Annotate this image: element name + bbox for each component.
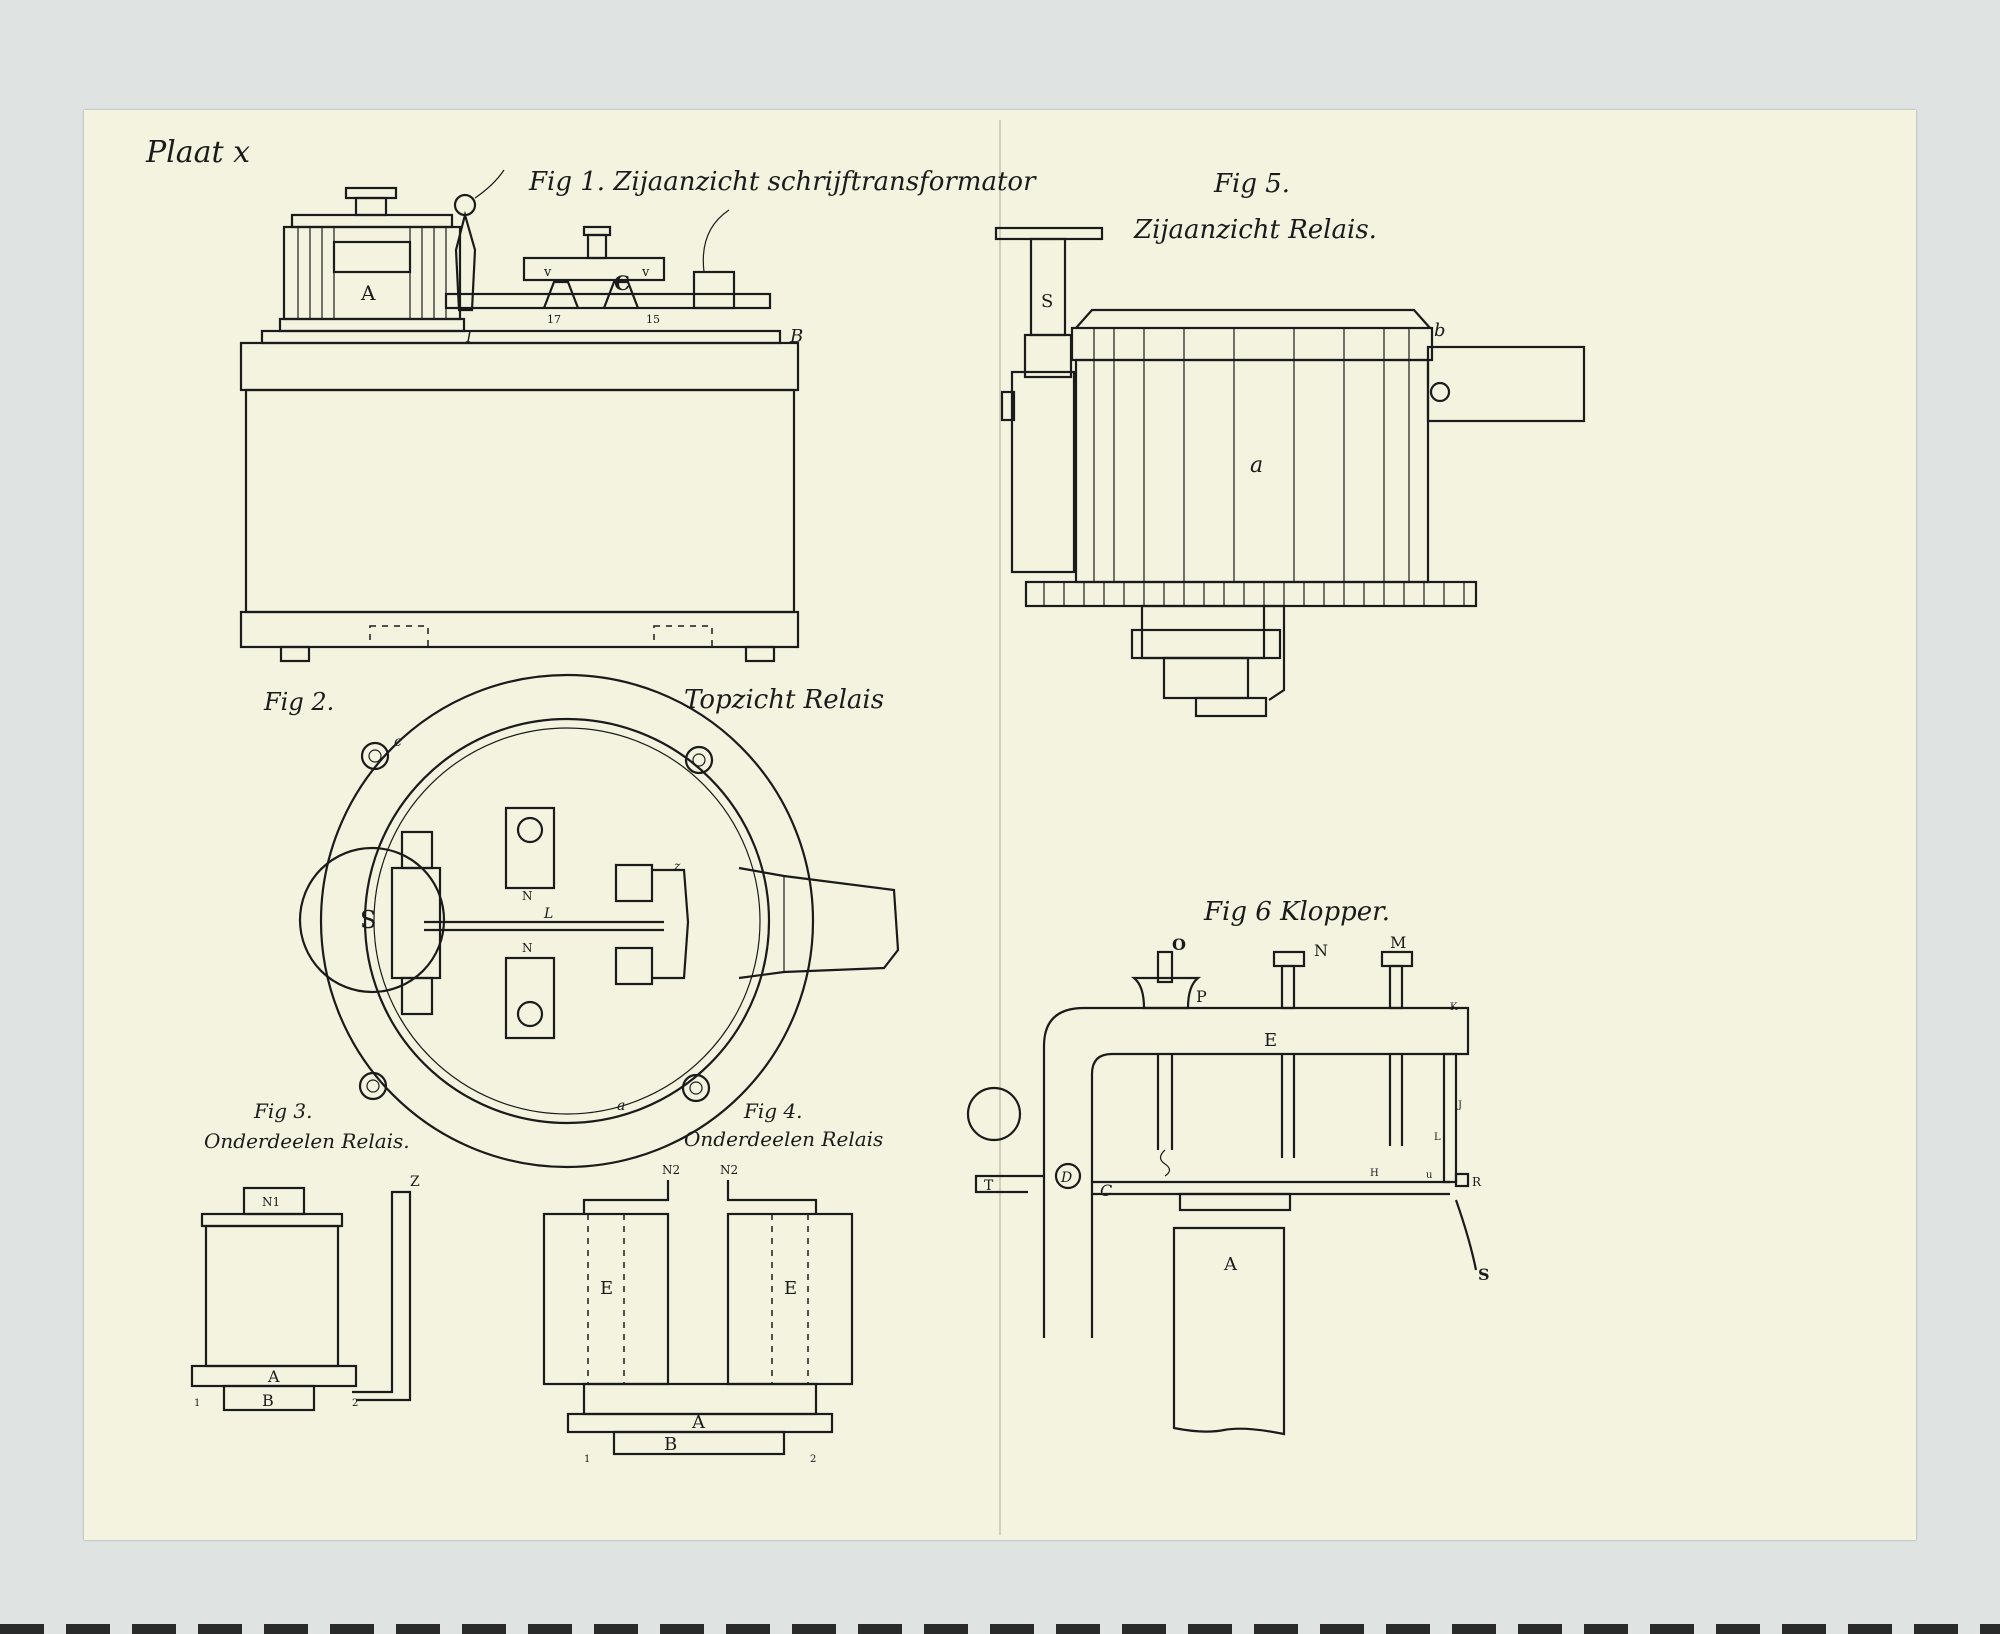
fig6-label-A: A: [1223, 1254, 1238, 1275]
fig3-label-B: B: [262, 1391, 274, 1410]
fig4-label-A: A: [691, 1412, 706, 1433]
fig6-label-E: E: [1264, 1030, 1277, 1051]
fig1-caption: Fig 1. Zijaanzicht schrijftransformator: [528, 167, 1037, 197]
fig5-caption: Fig 5.: [1213, 169, 1290, 199]
fig5-label-a: a: [1250, 453, 1263, 478]
fig1-label-A: A: [360, 281, 376, 305]
fig6-label-K: K: [1450, 1002, 1458, 1013]
fig3-caption: Fig 3.: [253, 1099, 313, 1123]
fig4-label-E2: E: [784, 1278, 797, 1299]
fig6-caption: Fig 6 Klopper.: [1203, 897, 1390, 927]
fig1-label-v2: v: [641, 265, 650, 280]
plate-title: Plaat x: [145, 135, 250, 170]
fig6-label-O: O: [1172, 935, 1186, 954]
fig1-label-C: C: [614, 271, 630, 295]
fig4-label-N2a: N2: [662, 1163, 680, 1177]
fig1-label-v1: v: [543, 265, 552, 280]
fig3-label-Z: Z: [410, 1174, 420, 1190]
fig6-label-N: N: [1314, 941, 1328, 960]
fig2-label-z: z: [673, 859, 681, 873]
fig6-label-J: J: [1457, 1100, 1462, 1111]
technical-drawing: Plaat x Fig 1. Zijaanzicht schrijftransf…: [145, 120, 1586, 1535]
fig4-label-E1: E: [600, 1278, 613, 1299]
fig6-label-L: L: [1434, 1132, 1441, 1143]
fig4-label-B: B: [664, 1434, 677, 1455]
fig4-label-1: 1: [584, 1454, 590, 1465]
fig2-label-L: L: [543, 906, 553, 922]
fig2-label-N1: N: [522, 889, 533, 903]
fig2-label-S: S: [360, 906, 376, 934]
fig4-label-2: 2: [810, 1454, 816, 1465]
fig2-label-a: a: [617, 1098, 625, 1114]
fig2-top-view-relay: Fig 2. Topzicht Relais S c L N N z a: [263, 673, 900, 1169]
fig2-subtitle: Topzicht Relais: [684, 685, 884, 715]
fig3-label-N1: N1: [262, 1195, 280, 1209]
fig6-label-D: D: [1060, 1170, 1072, 1186]
fig6-label-P: P: [1196, 987, 1207, 1006]
fig6-label-T: T: [984, 1178, 994, 1194]
fig2-label-N2: N: [522, 941, 533, 955]
fig5-side-view-relay: Fig 5. Zijaanzicht Relais. S a b: [994, 169, 1586, 718]
fig6-label-S: S: [1478, 1265, 1490, 1284]
fig2-caption: Fig 2.: [263, 688, 334, 716]
fig4-subtitle: Onderdeelen Relais: [684, 1127, 883, 1151]
fig6-label-M: M: [1390, 933, 1406, 952]
fig6-label-u: u: [1426, 1170, 1433, 1181]
fig5-subtitle: Zijaanzicht Relais.: [1133, 215, 1377, 245]
fig1-label-I: I: [465, 328, 473, 346]
fig3-subtitle: Onderdeelen Relais.: [204, 1129, 410, 1153]
fig4-relay-parts: Fig 4. Onderdeelen Relais E E N2 N2 A B …: [542, 1099, 883, 1465]
fig1-label-15: 15: [646, 313, 660, 326]
fig1-label-17: 17: [547, 313, 561, 326]
fig2-label-c: c: [394, 734, 402, 750]
fig6-klopper: Fig 6 Klopper. O N M P E K C J L H u: [966, 897, 1490, 1436]
fig5-label-S: S: [1041, 291, 1053, 312]
fig3-label-A: A: [267, 1367, 280, 1386]
fig3-relay-parts: Fig 3. Onderdeelen Relais. N1 A B 1 2 Z: [190, 1099, 420, 1412]
fig3-label-2: 2: [352, 1398, 358, 1409]
fig3-label-1: 1: [194, 1398, 200, 1409]
fig4-label-N2b: N2: [720, 1163, 738, 1177]
fig5-label-b: b: [1434, 320, 1446, 341]
bottom-edge-strip: [0, 1624, 2000, 1634]
fig1-label-B: B: [789, 326, 803, 347]
plate-sheet: Plaat x Fig 1. Zijaanzicht schrijftransf…: [84, 110, 1916, 1540]
fig6-label-C: C: [1100, 1181, 1112, 1200]
fig1-side-view-transformer: Fig 1. Zijaanzicht schrijftransformator …: [239, 167, 1037, 663]
fig6-label-H: H: [1370, 1168, 1379, 1179]
fig6-label-R: R: [1472, 1175, 1482, 1189]
fig4-caption: Fig 4.: [743, 1099, 803, 1123]
